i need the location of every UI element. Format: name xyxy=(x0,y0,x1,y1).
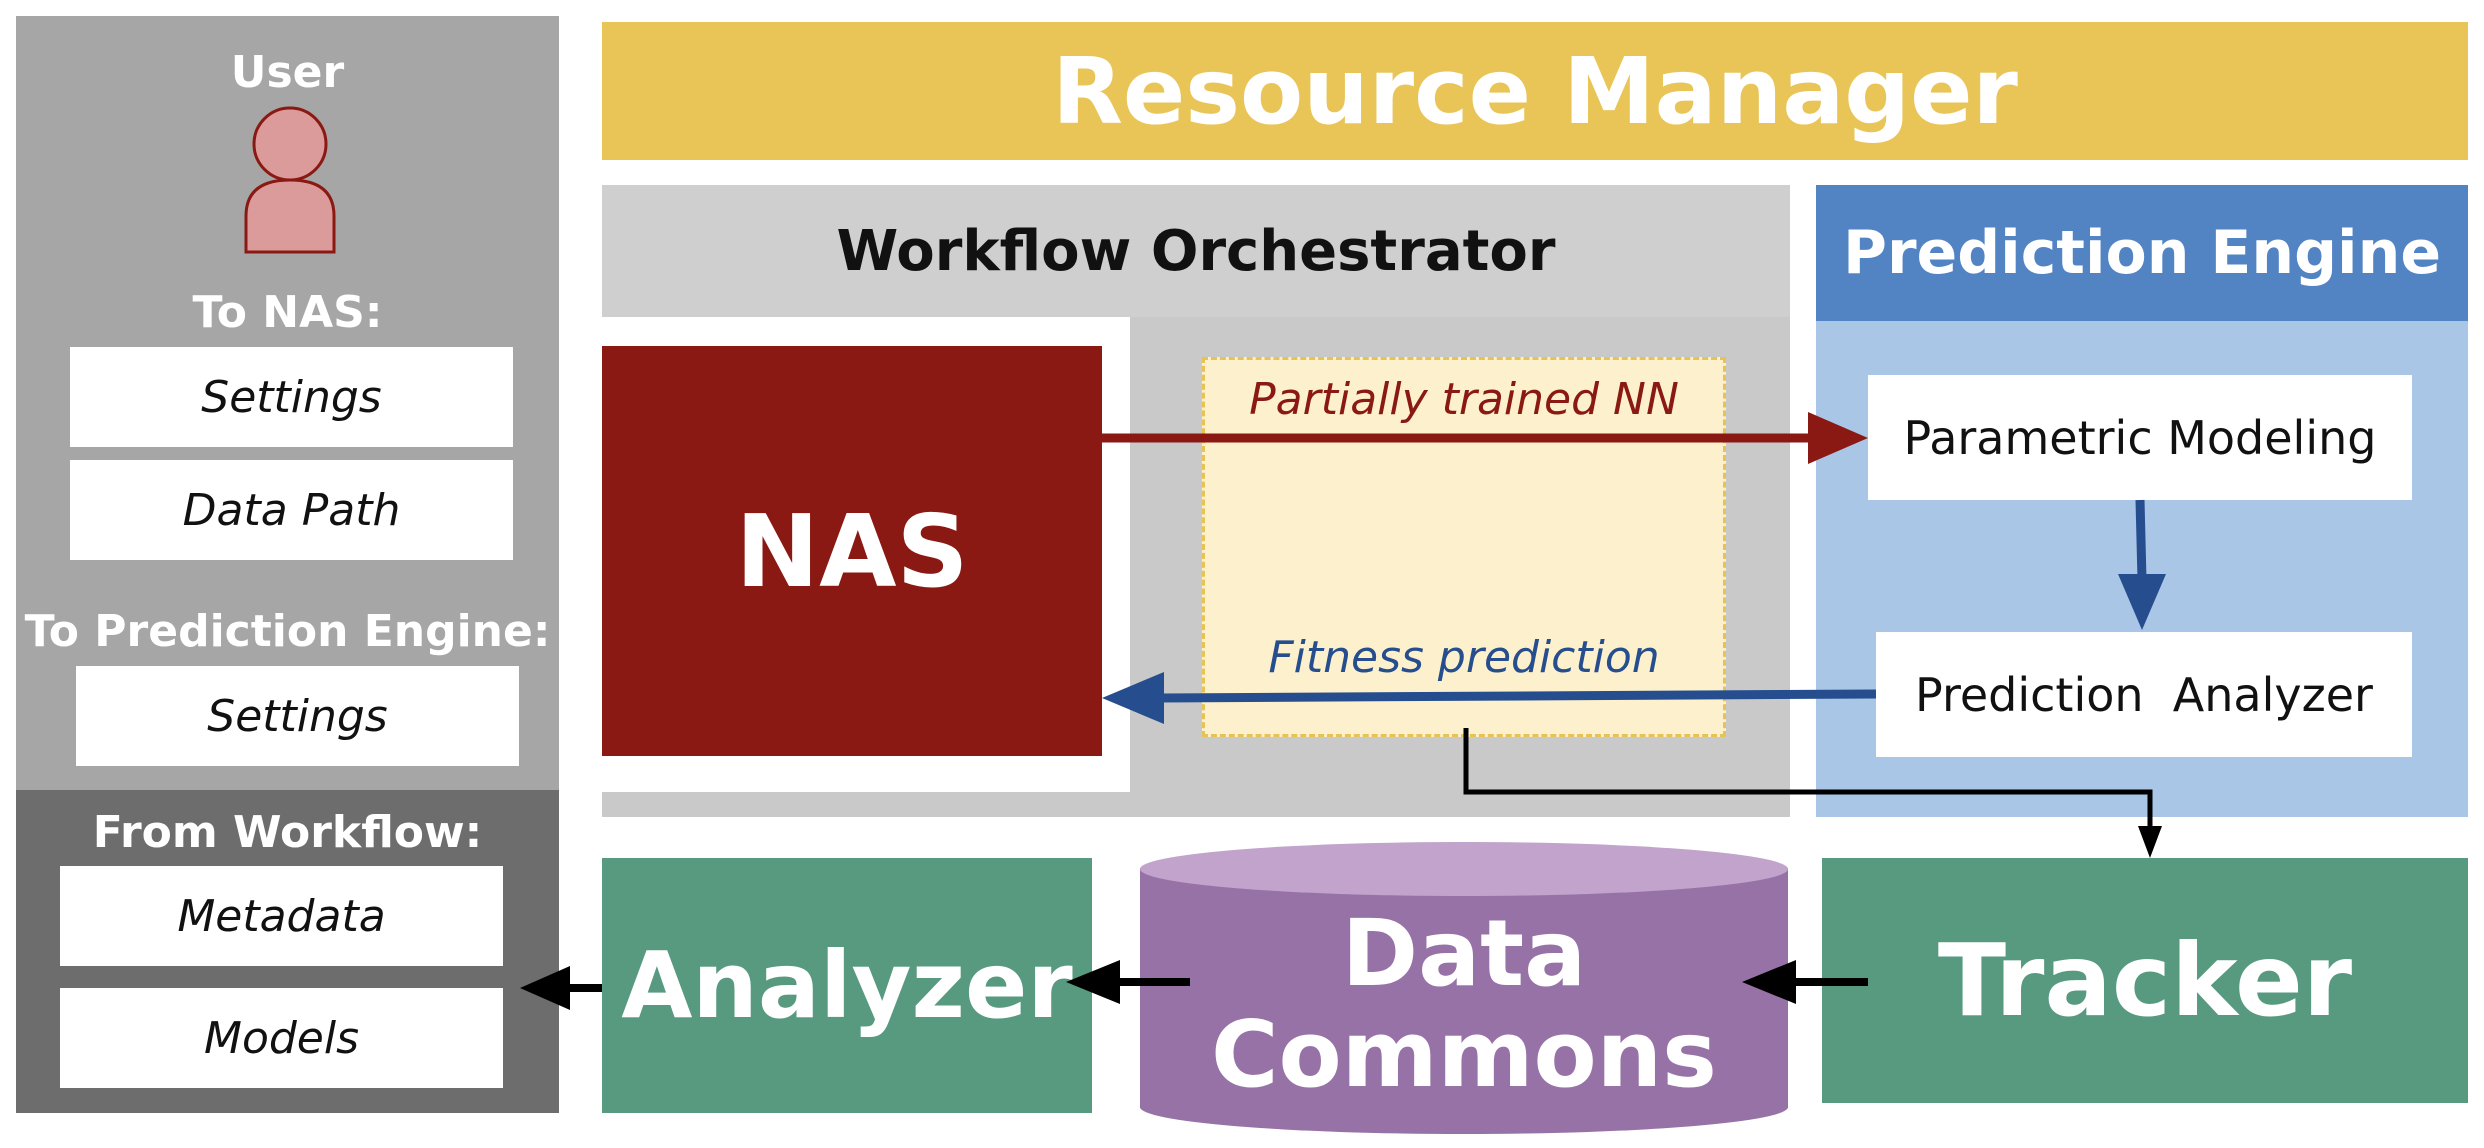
to-prediction-engine-heading: To Prediction Engine: xyxy=(24,605,551,657)
workflow-orchestrator-strip xyxy=(602,792,1790,817)
pe-settings-box: Settings xyxy=(76,666,519,766)
tracker-block: Tracker xyxy=(1822,858,2468,1103)
data-commons-cylinder xyxy=(1140,868,1788,1108)
tracking-connector xyxy=(1463,728,2153,830)
parametric-modeling-box: Parametric Modeling xyxy=(1868,375,2412,500)
nas-block: NAS xyxy=(602,346,1102,756)
data-commons-line1: Data xyxy=(1341,899,1587,1007)
communication-box xyxy=(1202,357,1726,737)
data-commons-label: Data Commons xyxy=(1140,884,1788,1124)
user-label: User xyxy=(230,46,345,98)
data-commons-line2: Commons xyxy=(1211,1001,1717,1108)
data-path-box: Data Path xyxy=(70,460,513,560)
person-icon xyxy=(244,106,336,254)
data-commons-cylinder-top xyxy=(1140,842,1788,896)
fitness-prediction-arrow xyxy=(1159,689,1877,703)
partially-trained-label: Partially trained NN xyxy=(1249,373,1679,425)
tracking-connector-arrowhead xyxy=(2138,826,2162,858)
partially-trained-arrowhead xyxy=(1808,412,1868,464)
analyzer-block: Analyzer xyxy=(602,858,1092,1113)
models-box: Models xyxy=(60,988,503,1088)
fitness-prediction-arrowhead xyxy=(1102,672,1164,724)
to-nas-heading: To NAS: xyxy=(192,286,383,338)
nas-settings-box: Settings xyxy=(70,347,513,447)
fitness-prediction-label: Fitness prediction xyxy=(1268,631,1660,683)
from-workflow-heading: From Workflow: xyxy=(92,806,483,858)
tracker-to-data-commons-arrowhead xyxy=(1742,960,1796,1004)
data-commons-to-analyzer-arrowhead xyxy=(1066,960,1120,1004)
model-to-analyzer-arrow xyxy=(2135,499,2147,581)
resource-manager-bar: Resource Manager xyxy=(602,22,2468,160)
analyzer-to-user-arrowhead xyxy=(520,966,570,1010)
metadata-box: Metadata xyxy=(60,866,503,966)
workflow-orchestrator-title: Workflow Orchestrator xyxy=(602,185,1790,317)
prediction-analyzer-box: Prediction Analyzer xyxy=(1876,632,2412,757)
prediction-engine-title: Prediction Engine xyxy=(1816,185,2468,321)
model-to-analyzer-arrowhead xyxy=(2118,574,2166,630)
